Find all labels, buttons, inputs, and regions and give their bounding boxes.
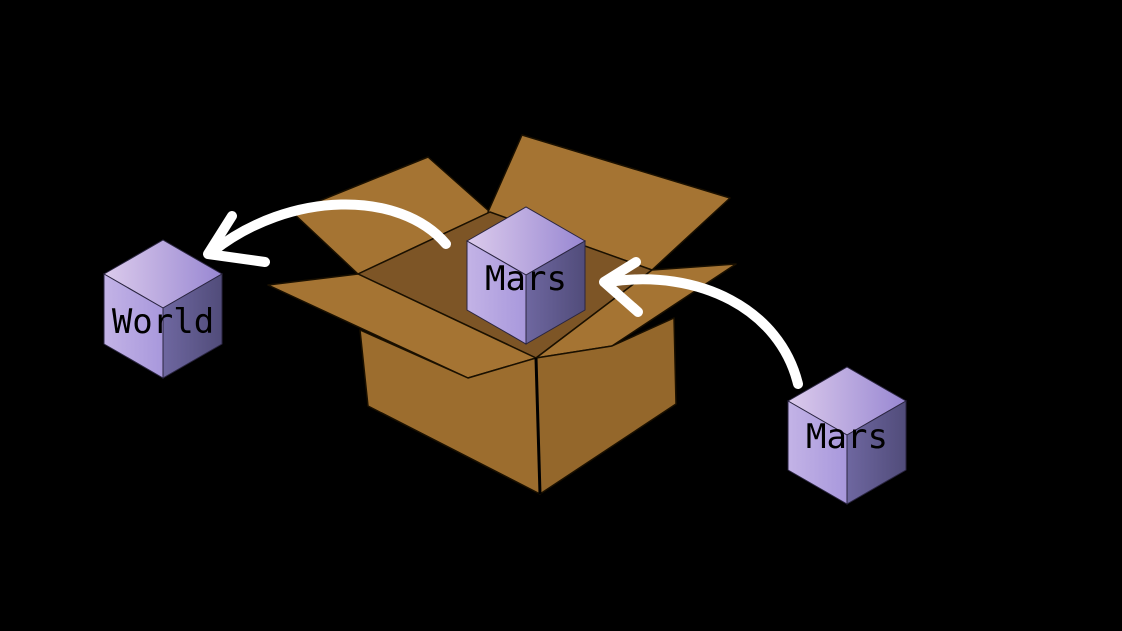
cube-label-world: World	[112, 302, 214, 342]
cube-icon	[465, 206, 587, 345]
cube-icon	[102, 239, 224, 379]
arrow-in	[603, 274, 803, 389]
cube-label-mars-center: Mars	[485, 259, 567, 299]
curved-arrow-icon	[203, 199, 803, 389]
cube-mars-in-box: Mars	[465, 206, 587, 345]
cube-mars-right: Mars	[786, 366, 908, 505]
cube-label-mars-right: Mars	[806, 417, 888, 457]
arrow-out	[207, 199, 451, 257]
cube-icon	[786, 366, 908, 505]
cube-world: World	[102, 239, 224, 379]
